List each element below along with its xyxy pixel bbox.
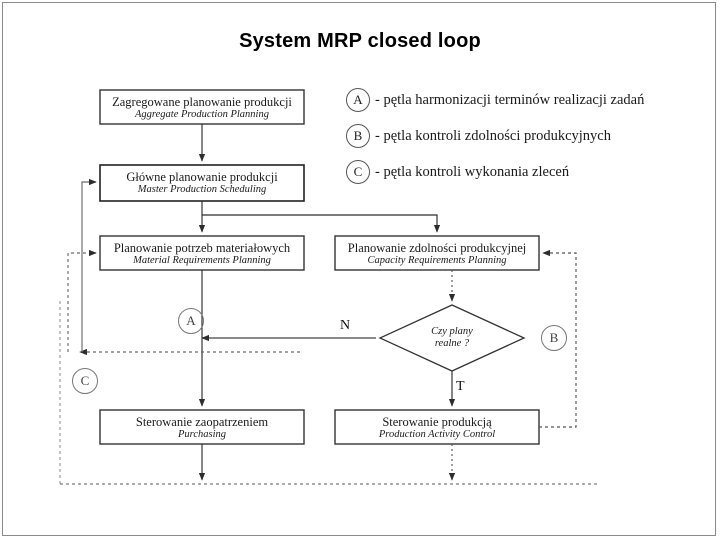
branch-label-no: N bbox=[340, 318, 351, 333]
circle-letter-c-icon: C bbox=[80, 373, 90, 388]
legend-text-a: - pętla harmonizacji terminów realizacji… bbox=[375, 91, 645, 108]
legend-item-b: B - pętla kontroli zdolności produkcyjny… bbox=[346, 124, 611, 148]
circle-letter-c-icon: C bbox=[346, 160, 370, 184]
circle-letter-a-icon: A bbox=[346, 88, 370, 112]
circle-letter-b-icon: B bbox=[346, 124, 370, 148]
circle-letter-b-icon: B bbox=[549, 330, 559, 345]
node-box-purchasing bbox=[99, 409, 305, 445]
branch-label-yes: T bbox=[456, 379, 465, 394]
legend-text-c: - pętla kontroli wykonania zleceń bbox=[375, 163, 570, 180]
node-box-master-production-scheduling bbox=[99, 164, 305, 202]
page-title: System MRP closed loop bbox=[239, 30, 481, 52]
node-box-capacity-requirements-planning bbox=[334, 235, 540, 271]
node-box-material-requirements-planning bbox=[99, 235, 305, 271]
edge-b-loop-pac-to-crp bbox=[539, 249, 577, 428]
edge-c-loop-up-to-mrp bbox=[67, 249, 97, 352]
legend-item-c: C - pętla kontroli wykonania zleceń bbox=[346, 160, 569, 184]
edge-crp-to-decision bbox=[437, 269, 456, 302]
loop-marker-b: B bbox=[541, 325, 567, 351]
edge-mps-to-crp bbox=[202, 214, 441, 233]
legend-text-b: - pętla kontroli zdolności produkcyjnych bbox=[375, 127, 611, 144]
loop-marker-a: A bbox=[178, 308, 204, 334]
node-label-plans-feasible: Czy plany realne ? bbox=[402, 326, 502, 350]
circle-letter-a-icon: A bbox=[186, 313, 196, 328]
loop-marker-c: C bbox=[72, 368, 98, 394]
diamond-line-2: realne ? bbox=[434, 338, 470, 350]
edge-c-loop-up-to-mps bbox=[81, 178, 97, 352]
node-box-aggregate-production-planning bbox=[99, 89, 305, 125]
node-box-production-activity-control bbox=[334, 409, 540, 445]
legend-item-a: A - pętla harmonizacji terminów realizac… bbox=[346, 88, 644, 112]
diamond-line-1: Czy plany bbox=[431, 326, 473, 337]
